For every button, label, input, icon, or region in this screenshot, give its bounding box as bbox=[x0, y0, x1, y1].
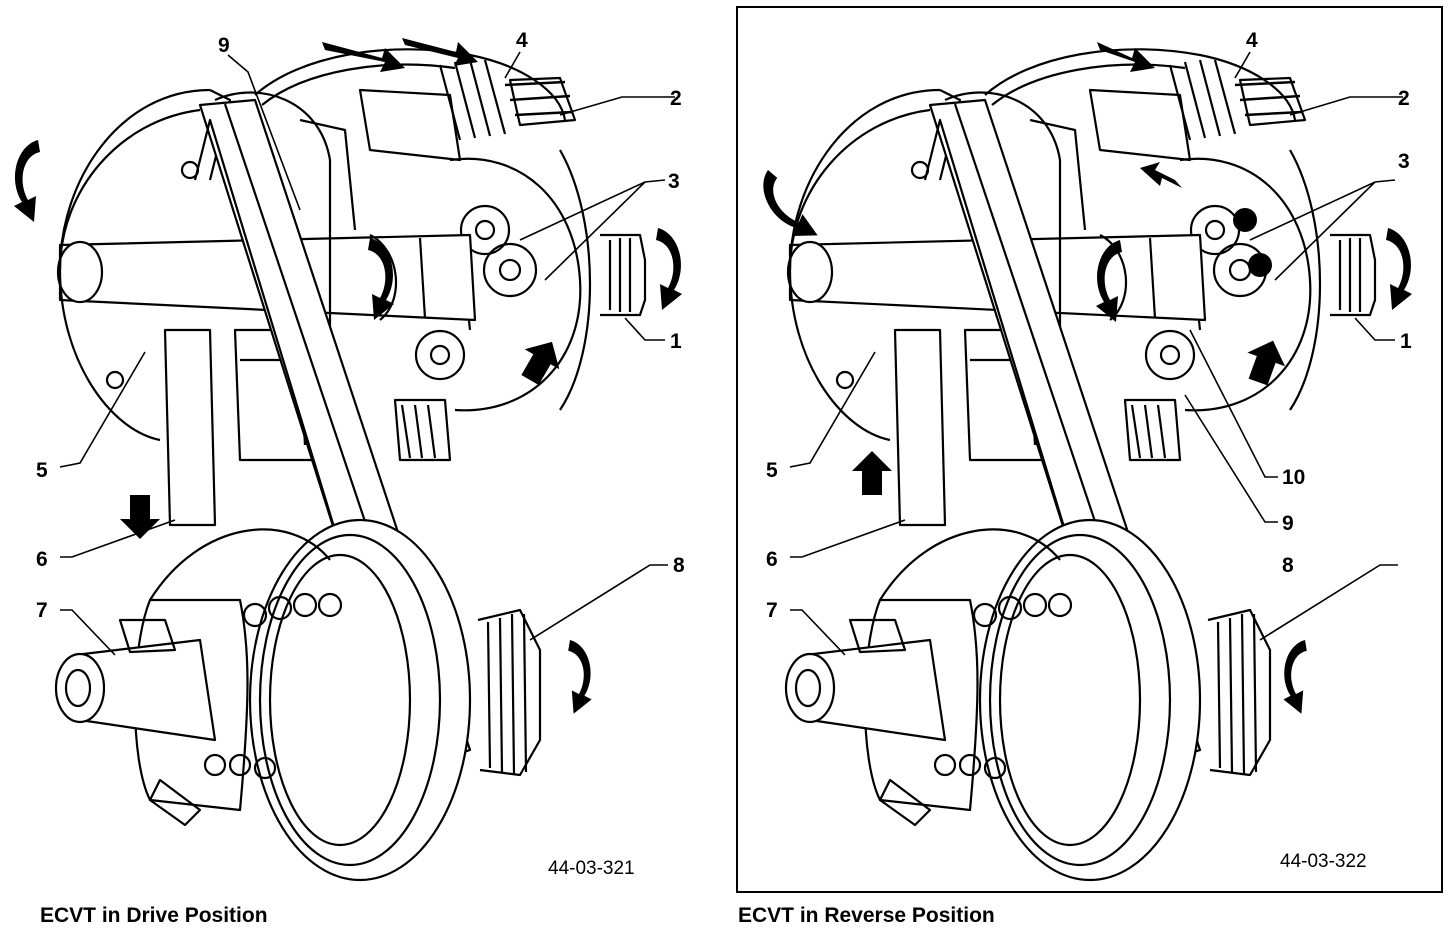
callouts-reverse: 4 2 3 1 5 6 7 8 10 9 44-03-322 bbox=[766, 29, 1412, 872]
callout-2: 2 bbox=[670, 87, 682, 110]
callout-7: 7 bbox=[36, 599, 48, 622]
figure-code: 44-03-322 bbox=[1280, 851, 1367, 872]
caption-drive-position: ECVT in Drive Position bbox=[40, 904, 268, 927]
callout-1: 1 bbox=[1400, 330, 1412, 353]
callout-6: 6 bbox=[36, 548, 48, 571]
callout-4: 4 bbox=[516, 29, 528, 52]
callout-2: 2 bbox=[1398, 87, 1410, 110]
callout-10: 10 bbox=[1282, 466, 1305, 489]
panel-drive-illustration bbox=[14, 38, 682, 882]
callout-9: 9 bbox=[218, 34, 230, 57]
callouts-drive: 9 4 2 3 1 5 6 7 8 44-03-321 bbox=[36, 29, 685, 879]
panel-reverse-illustration bbox=[749, 42, 1412, 882]
caption-reverse-position: ECVT in Reverse Position bbox=[738, 904, 995, 927]
callout-4: 4 bbox=[1246, 29, 1258, 52]
callout-5: 5 bbox=[36, 459, 48, 482]
callout-3: 3 bbox=[668, 170, 680, 193]
callout-6: 6 bbox=[766, 548, 778, 571]
callout-8: 8 bbox=[673, 554, 685, 577]
panel-reverse-frame bbox=[736, 6, 1443, 893]
callout-5: 5 bbox=[766, 459, 778, 482]
callout-7: 7 bbox=[766, 599, 778, 622]
callout-8: 8 bbox=[1282, 554, 1294, 577]
callout-9: 9 bbox=[1282, 512, 1294, 535]
figure-code: 44-03-321 bbox=[548, 858, 635, 879]
callout-3: 3 bbox=[1398, 150, 1410, 173]
callout-1: 1 bbox=[670, 330, 682, 353]
